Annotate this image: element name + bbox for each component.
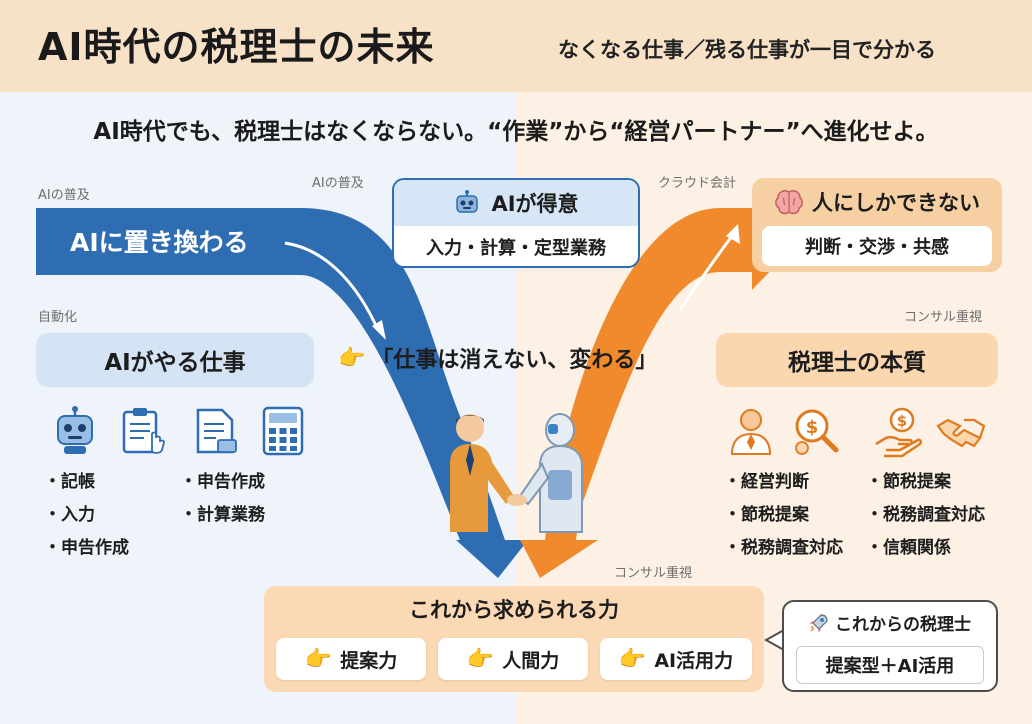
key-message: AI時代でも、税理士はなくならない。“作業”から“経営パートナー”へ進化せよ。	[93, 119, 939, 145]
page-title: AI時代の税理士の未来	[38, 25, 435, 69]
header-band	[0, 0, 1032, 92]
human-only-items: 判断・交渉・共感	[762, 226, 992, 266]
brain-icon	[775, 190, 803, 215]
ai-does-list-right: 申告作成 計算業務	[180, 466, 265, 532]
ai-spread-label-left: AIの普及	[38, 188, 90, 203]
handshake-illustration	[450, 413, 583, 533]
skill-label: AI活用力	[654, 649, 734, 672]
clipboard-icon	[122, 408, 165, 454]
center-quote: 👉 「仕事は消えない、変わる」	[338, 342, 657, 374]
skill-chip: 👉 AI活用力	[600, 638, 752, 680]
pointing-hand-icon: 👉	[466, 646, 495, 672]
human-only-box: 人にしかできない 判断・交渉・共感	[752, 178, 1002, 272]
ai-replace-text: AIに置き換わる	[70, 228, 249, 257]
robot-figure	[518, 413, 583, 533]
list-item: 経営判断	[724, 466, 843, 499]
handshake-icon	[936, 418, 986, 448]
cloud-accounting-label: クラウド会計	[658, 176, 737, 191]
ai-good-items: 入力・計算・定型業務	[426, 238, 606, 259]
skill-label: 提案力	[340, 649, 398, 672]
robot-icon	[456, 190, 479, 213]
human-only-title: 人にしかできない	[812, 191, 980, 215]
list-item: 記帳	[44, 466, 129, 499]
list-item: 申告作成	[180, 466, 265, 499]
list-item: 節税提案	[724, 499, 843, 532]
pointing-hand-icon: 👉	[338, 345, 366, 371]
essence-list-right: 節税提案 税務調査対応 信頼関係	[866, 466, 985, 565]
future-title: これからの税理士	[835, 615, 971, 635]
automation-label: 自動化	[38, 310, 78, 325]
orange-flow-arrow	[520, 190, 800, 578]
money-search-icon: $	[795, 409, 839, 455]
list-item: 入力	[44, 499, 129, 532]
rocket-icon	[810, 613, 828, 632]
list-item: 税務調査対応	[724, 532, 843, 565]
essence-title: 税理士の本質	[788, 350, 926, 376]
blue-inner-arrow	[284, 241, 380, 331]
pointing-hand-icon: 👉	[618, 646, 647, 672]
money-hand-icon: $	[875, 407, 923, 458]
businessman-figure	[450, 414, 514, 532]
businessman-icon	[730, 409, 772, 455]
ai-spread-label-center: AIの普及	[312, 176, 364, 191]
list-item: 申告作成	[44, 532, 129, 565]
list-item: 税務調査対応	[866, 499, 985, 532]
ai-does-title: AIがやる仕事	[104, 350, 246, 376]
consult-focus-label-right: コンサル重視	[904, 310, 983, 325]
svg-text:$: $	[897, 412, 907, 430]
ai-does-list-left: 記帳 入力 申告作成	[44, 466, 129, 565]
essence-list-left: 経営判断 節税提案 税務調査対応	[724, 466, 843, 565]
blue-flow-arrow	[36, 208, 528, 578]
ai-does-box: AIがやる仕事	[36, 333, 314, 387]
skill-chip: 👉 人間力	[438, 638, 588, 680]
svg-text:$: $	[806, 417, 819, 438]
ai-good-box: AIが得意 入力・計算・定型業務	[392, 178, 640, 268]
robot-icon	[57, 406, 93, 454]
page-subtitle: なくなる仕事／残る仕事が一目で分かる	[558, 38, 936, 62]
future-tax-accountant-box: これからの税理士 提案型＋AI活用	[782, 600, 998, 692]
consult-focus-label-bottom: コンサル重視	[614, 566, 693, 581]
required-skills-title: これから求められる力	[409, 598, 619, 622]
list-item: 信頼関係	[866, 532, 985, 565]
pointing-hand-icon: 👉	[304, 646, 333, 672]
skill-label: 人間力	[502, 649, 560, 672]
list-item: 節税提案	[866, 466, 985, 499]
calculator-icon	[262, 406, 304, 456]
list-item: 計算業務	[180, 499, 265, 532]
center-quote-text: 「仕事は消えない、変わる」	[371, 348, 658, 373]
future-body: 提案型＋AI活用	[796, 646, 984, 684]
document-icon	[196, 408, 237, 454]
required-skills-box: これから求められる力 👉 提案力 👉 人間力 👉 AI活用力	[264, 586, 764, 692]
skill-chip: 👉 提案力	[276, 638, 426, 680]
ai-good-title: AIが得意	[491, 192, 579, 216]
essence-box: 税理士の本質	[716, 333, 998, 387]
